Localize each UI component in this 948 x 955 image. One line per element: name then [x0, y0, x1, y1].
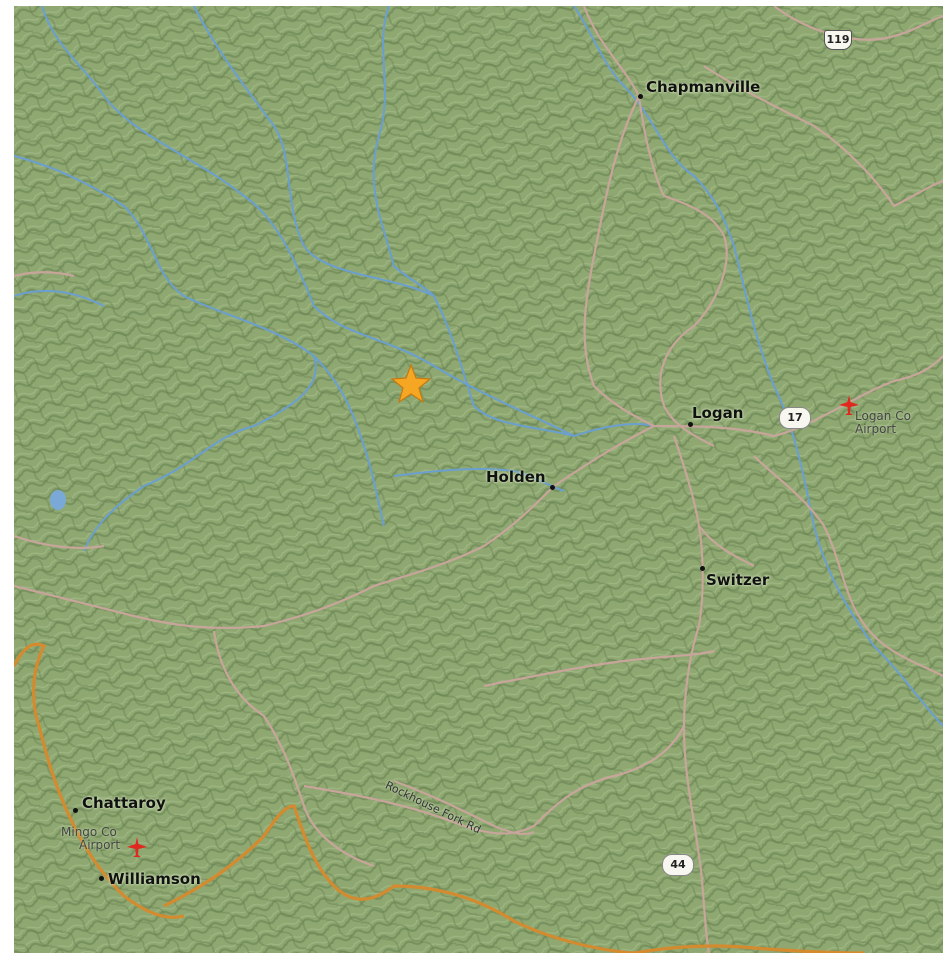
- town-dot-williamson: [99, 876, 104, 881]
- state-route-shield[interactable]: 17: [779, 407, 811, 429]
- airport-suffix: Airport: [855, 422, 897, 436]
- us-route-shield[interactable]: 119: [824, 30, 852, 50]
- lake: [50, 490, 66, 510]
- town-dot-logan: [688, 422, 693, 427]
- town-label-holden[interactable]: Holden: [486, 468, 546, 486]
- town-label-chattaroy[interactable]: Chattaroy: [82, 794, 166, 812]
- terrain-shade: [14, 6, 943, 953]
- airport-name: Logan Co: [855, 409, 911, 423]
- town-label-logan[interactable]: Logan: [692, 404, 744, 422]
- town-label-williamson[interactable]: Williamson: [108, 870, 201, 888]
- map-frame[interactable]: Chapmanville Logan Holden Switzer Chatta…: [14, 6, 943, 953]
- rivers: [14, 6, 943, 727]
- airport-label-logan-co[interactable]: Logan Co Airport: [855, 410, 911, 436]
- minor-roads: [14, 6, 943, 953]
- airplane-icon[interactable]: [838, 394, 860, 420]
- town-label-chapmanville[interactable]: Chapmanville: [646, 78, 761, 96]
- airport-suffix: Airport: [79, 838, 121, 852]
- town-dot-chapmanville: [638, 94, 643, 99]
- state-route-shield[interactable]: 44: [662, 854, 694, 876]
- airplane-icon[interactable]: [126, 836, 148, 862]
- airport-label-mingo-co[interactable]: Mingo Co Airport: [61, 826, 120, 852]
- route-number: 119: [824, 30, 852, 50]
- map-canvas[interactable]: [14, 6, 943, 953]
- town-dot-holden: [550, 485, 555, 490]
- route-number: 44: [662, 854, 694, 876]
- town-dot-chattaroy: [73, 808, 78, 813]
- airport-name: Mingo Co: [61, 825, 117, 839]
- major-roads: [14, 642, 865, 953]
- rockhouse-fork-road: [393, 779, 535, 836]
- route-number: 17: [779, 407, 811, 429]
- town-label-switzer[interactable]: Switzer: [706, 571, 770, 589]
- town-dot-switzer: [700, 566, 705, 571]
- star-icon[interactable]: [390, 363, 432, 409]
